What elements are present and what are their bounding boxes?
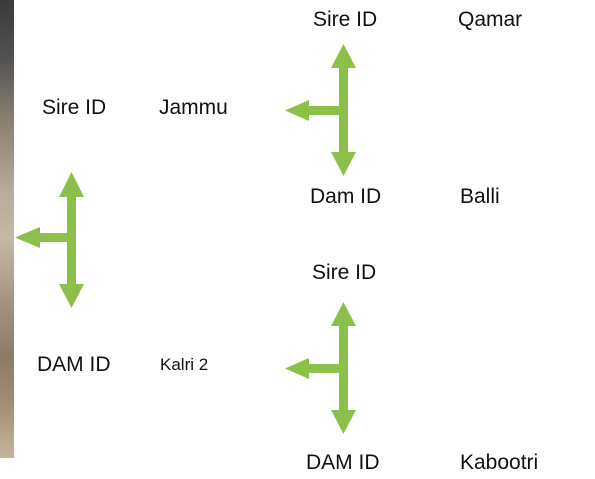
upper-sire-label: Sire ID	[313, 8, 378, 31]
root-sire-value: Jammu	[159, 96, 228, 119]
upper-dam-value: Balli	[460, 185, 500, 208]
root-sire-label: Sire ID	[42, 96, 107, 119]
left-split-arrow-icon	[15, 172, 84, 308]
upper-sire-value: Qamar	[458, 8, 523, 31]
lower-sire-label: Sire ID	[312, 261, 377, 284]
lower-dam-label: DAM ID	[306, 451, 380, 474]
root-dam-label: DAM ID	[37, 353, 111, 376]
lower-split-arrow-icon	[285, 302, 356, 434]
upper-split-arrow-icon	[285, 44, 356, 176]
upper-dam-label: Dam ID	[310, 185, 382, 208]
root-dam-value: Kalri 2	[160, 355, 209, 374]
lower-dam-value: Kabootri	[460, 451, 539, 474]
photo-strip	[0, 0, 14, 458]
